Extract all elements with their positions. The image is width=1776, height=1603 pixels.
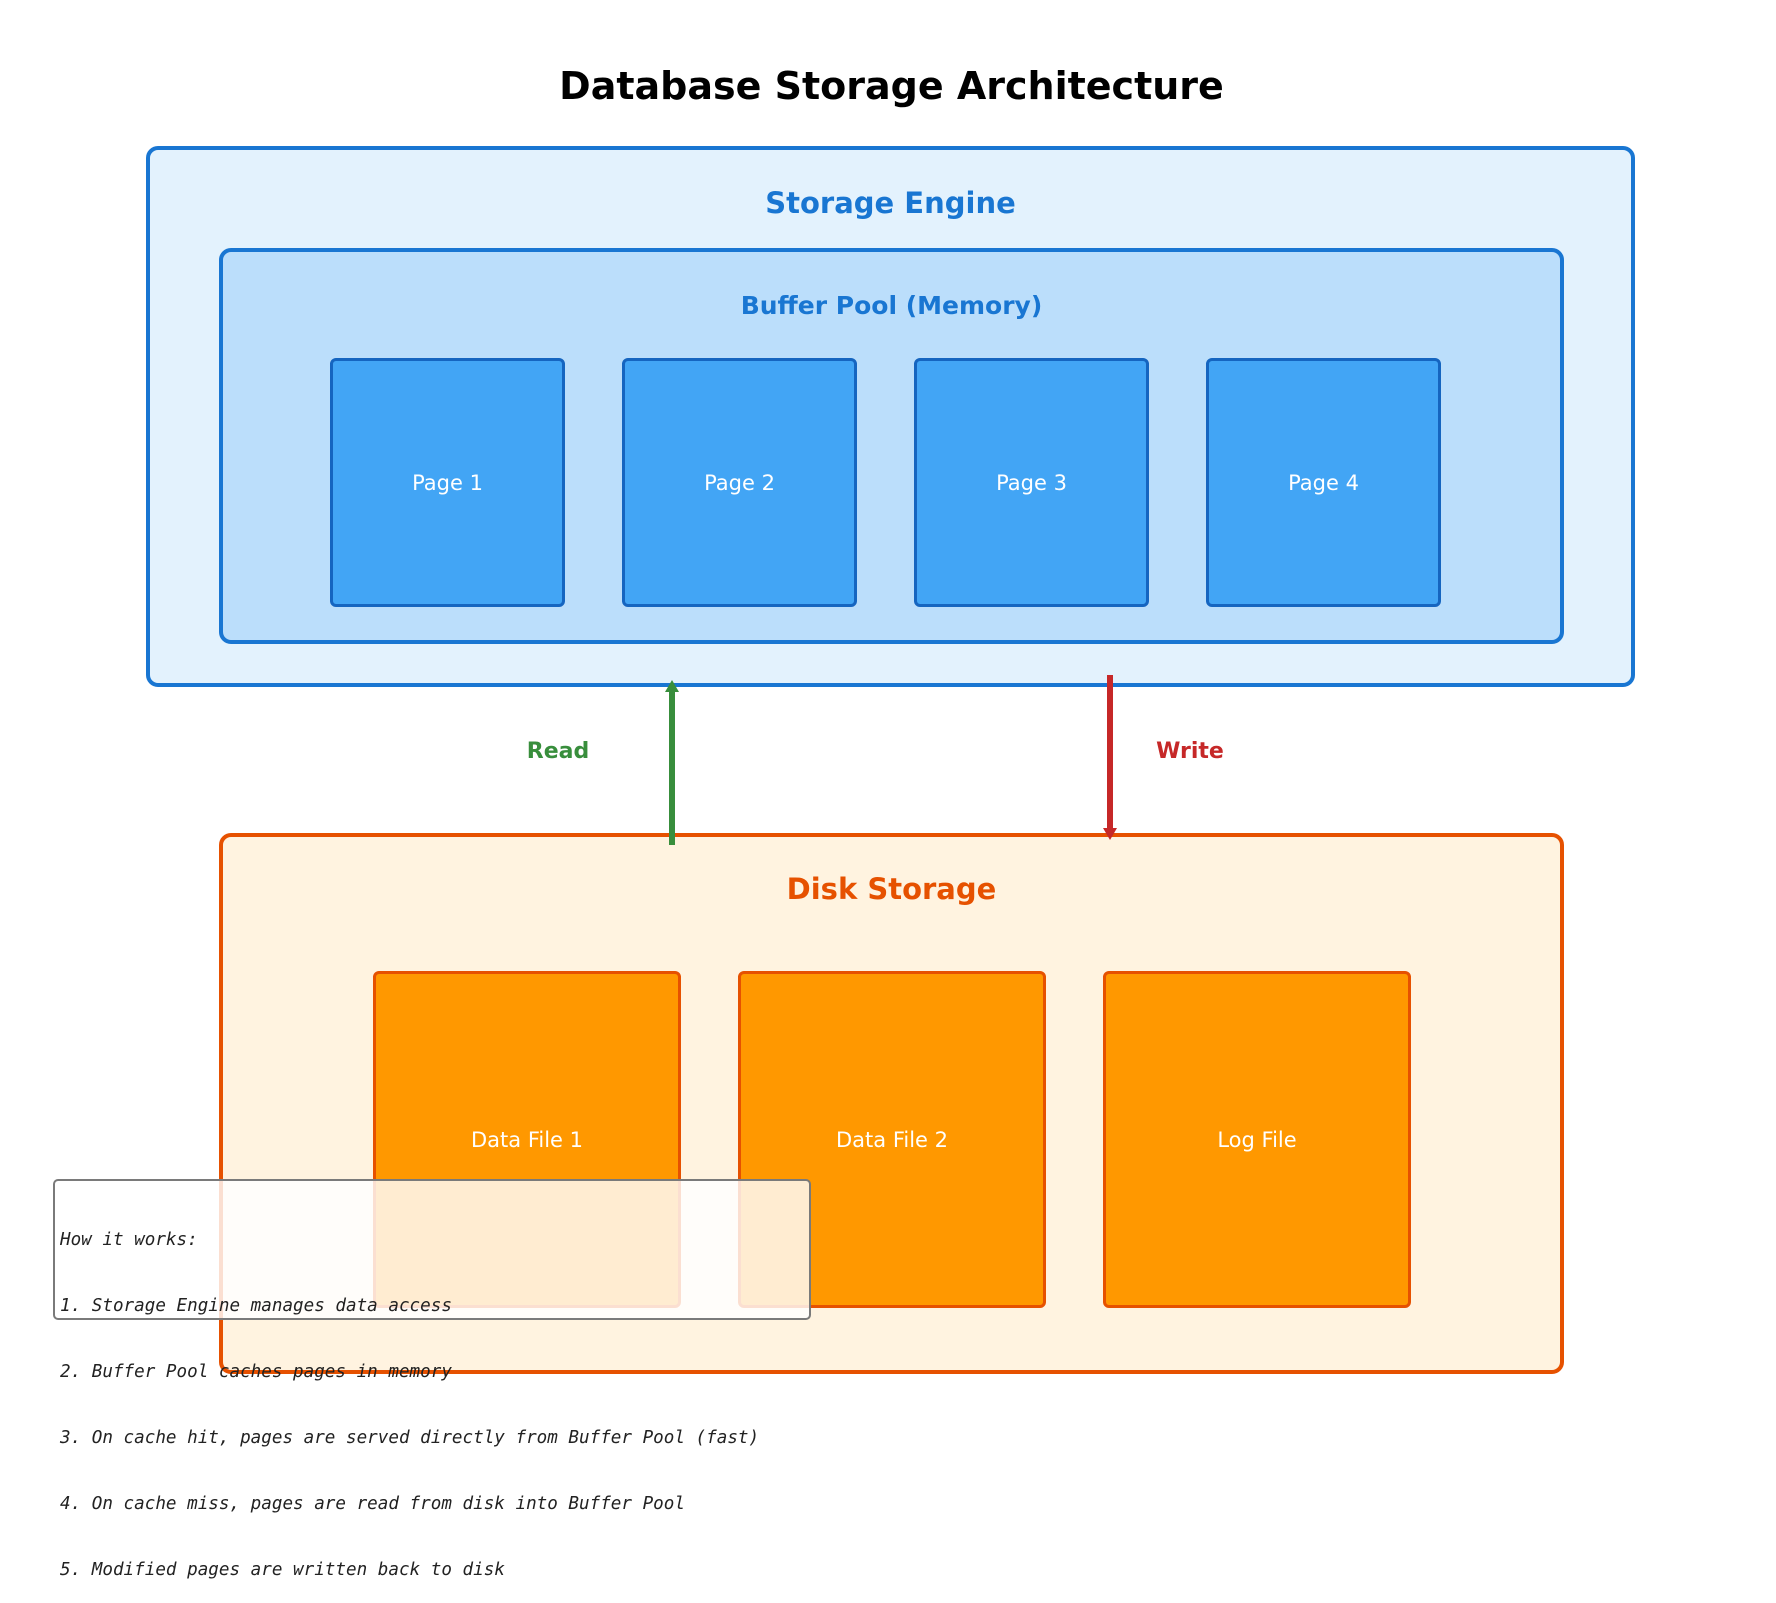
storage-engine-label: Storage Engine (765, 186, 1016, 220)
read-arrow (665, 680, 679, 845)
write-arrow (1103, 675, 1117, 840)
note-line: How it works: (60, 1230, 198, 1250)
diagram-title: Database Storage Architecture (559, 64, 1224, 108)
log-file: Log File (1103, 971, 1411, 1308)
read-label: Read (526, 739, 590, 764)
buffer-page-1: Page 1 (330, 358, 565, 607)
buffer-page-3: Page 3 (914, 358, 1149, 607)
note-line: 3. On cache hit, pages are served direct… (60, 1428, 760, 1448)
note-line: 5. Modified pages are written back to di… (60, 1560, 505, 1580)
note-line: 2. Buffer Pool caches pages in memory (60, 1362, 452, 1382)
note-line: 4. On cache miss, pages are read from di… (60, 1494, 685, 1514)
buffer-page-4: Page 4 (1206, 358, 1441, 607)
buffer-page-2: Page 2 (622, 358, 857, 607)
write-label: Write (1156, 739, 1224, 764)
how-it-works-note: How it works: 1. Storage Engine manages … (53, 1179, 811, 1580)
note-line: 1. Storage Engine manages data access (60, 1296, 452, 1316)
buffer-pool-label: Buffer Pool (Memory) (740, 291, 1043, 320)
disk-storage-label: Disk Storage (786, 872, 997, 906)
